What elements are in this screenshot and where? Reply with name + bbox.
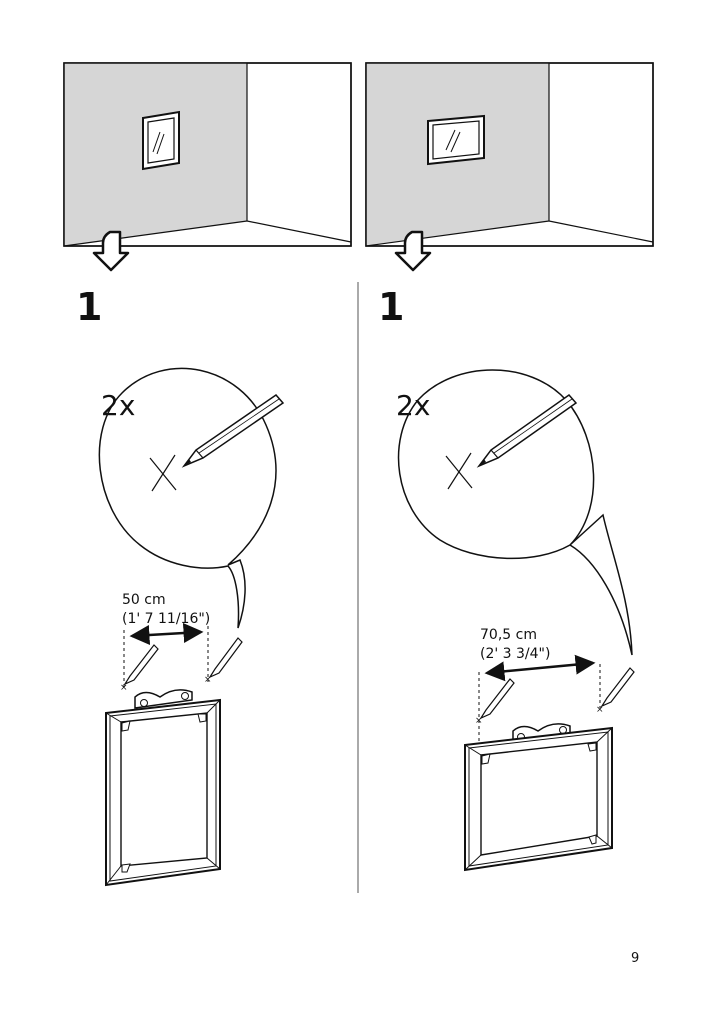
step-number-left: 1 <box>76 285 103 329</box>
frame-illustration-landscape <box>464 723 613 872</box>
svg-text:×: × <box>120 683 128 693</box>
svg-text:×: × <box>596 705 604 715</box>
x-mark-icon <box>445 452 473 490</box>
pencil-icon <box>123 644 159 686</box>
pencil-icon <box>181 394 285 468</box>
measurement-right: × × <box>475 654 635 745</box>
svg-text:×: × <box>204 675 212 685</box>
distance-metric-right: 70,5 cm <box>480 627 537 643</box>
quantity-label-right: 2x <box>396 389 431 422</box>
wall-picture-landscape <box>427 114 485 166</box>
pencil-icon <box>600 667 635 708</box>
detail-bubble-left <box>98 367 285 629</box>
x-mark-icon <box>149 454 177 492</box>
distance-metric-left: 50 cm <box>122 592 166 608</box>
down-arrow-icon <box>92 230 130 272</box>
pencil-icon <box>208 637 243 679</box>
pencil-icon <box>476 393 578 468</box>
step-number-right: 1 <box>378 285 405 329</box>
distance-imperial-left: (1' 7 11/16") <box>122 611 211 627</box>
wall-picture-portrait <box>142 110 180 171</box>
pencil-icon <box>479 678 515 720</box>
measurement-left: × × <box>120 623 243 693</box>
svg-text:×: × <box>475 716 483 726</box>
room-scene-portrait <box>63 62 352 272</box>
detail-bubble-right <box>397 369 633 656</box>
frame-illustration-portrait <box>105 689 221 887</box>
down-arrow-icon <box>394 230 432 272</box>
page-number: 9 <box>631 951 640 966</box>
quantity-label-left: 2x <box>101 389 136 422</box>
room-scene-landscape <box>365 62 654 272</box>
distance-imperial-right: (2' 3 3/4") <box>480 646 551 662</box>
